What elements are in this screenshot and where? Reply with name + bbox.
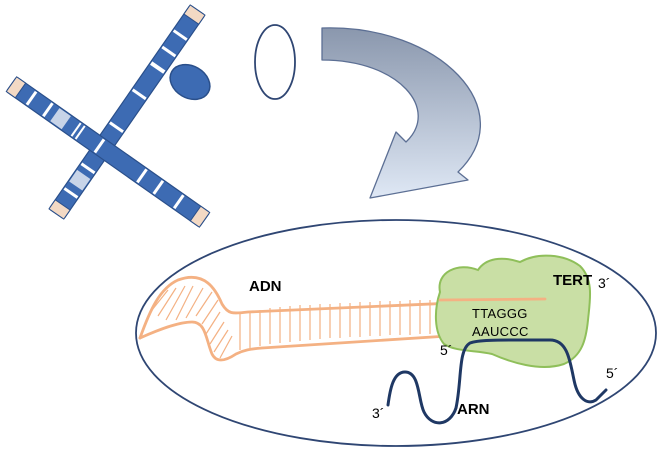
tert-3-prime-label: 3´ — [598, 275, 610, 291]
dna-label: ADN — [249, 278, 282, 295]
rna-5-prime-label: 5´ — [606, 365, 618, 381]
chromosome — [5, 4, 296, 228]
chromosome-arm-a — [48, 4, 206, 220]
sequence-rna-label: AAUCCC — [472, 324, 529, 339]
dna-5-prime-label: 5´ — [440, 342, 452, 358]
zoom-arrow — [321, 27, 481, 199]
chromosome-arm-b — [5, 76, 211, 228]
tert-label: TERT — [553, 272, 592, 289]
dna-strand-lower — [138, 320, 450, 362]
telomere-highlight-ring — [254, 24, 296, 100]
dna-double-strand — [138, 275, 547, 362]
rna-strand — [386, 338, 608, 425]
zoom-ellipse — [135, 219, 657, 447]
chromosome-bands-b — [25, 90, 185, 210]
chromosome-band-light-b — [50, 108, 71, 130]
sequence-dna-label: TTAGGG — [472, 306, 528, 321]
centromere — [169, 63, 211, 101]
chromosome-band-light-a — [69, 169, 91, 191]
telomere-cap-a1 — [183, 4, 206, 25]
dna-strand-upper-over-tert — [438, 297, 547, 302]
telomere-cap-b2 — [189, 205, 211, 228]
rna-3-prime-label: 3´ — [372, 405, 384, 421]
telomere-cap-b1 — [5, 76, 27, 99]
telomere-cap-a2 — [48, 199, 71, 220]
rna-label: ARN — [457, 401, 490, 418]
dna-strand-upper — [138, 275, 547, 340]
